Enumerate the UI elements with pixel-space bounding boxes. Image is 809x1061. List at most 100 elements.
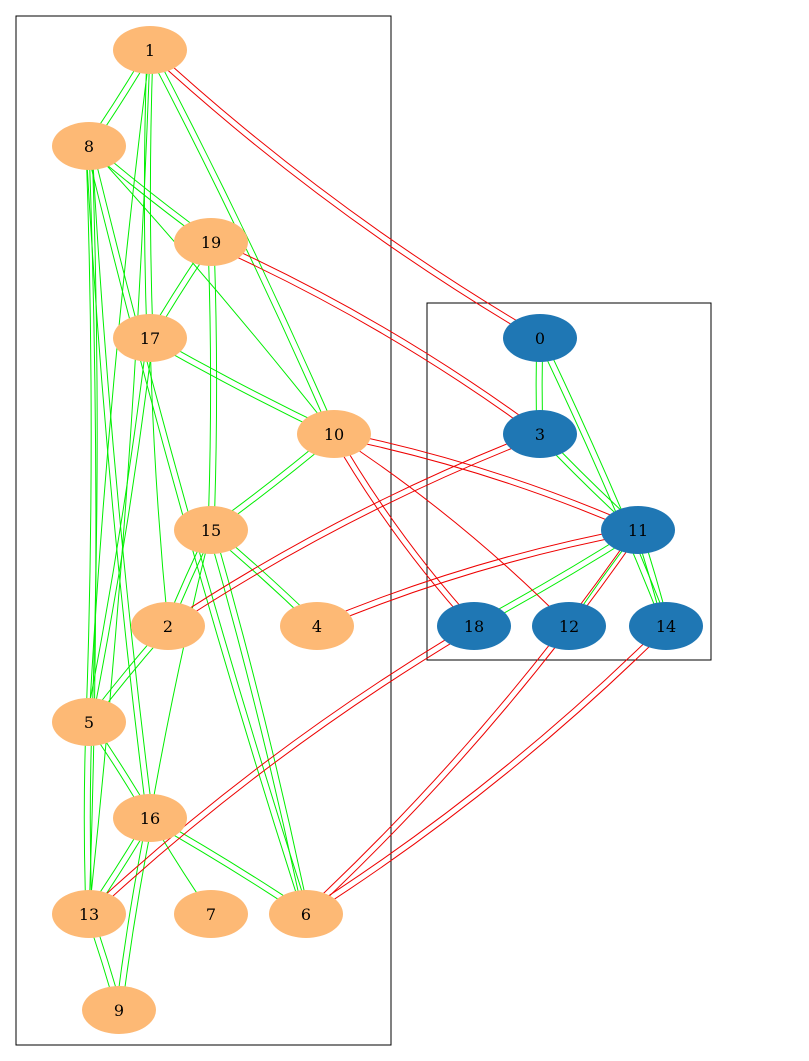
edge-10-18-2: [331, 435, 472, 629]
node-17-label: 17: [140, 329, 160, 348]
edge-1-0-2: [147, 52, 539, 341]
node-9: 9: [82, 986, 156, 1034]
edge-8-13: [88, 145, 97, 915]
edge-11-4-1: [317, 532, 639, 630]
node-17-shape: [113, 314, 187, 362]
node-13-label: 13: [79, 905, 99, 924]
edge-15-16: [149, 529, 212, 819]
edge-17-5-2: [85, 337, 148, 722]
cluster-layer: [15, 15, 712, 1046]
edge-8-10: [88, 145, 335, 435]
node-11-label: 11: [628, 521, 648, 540]
node-10: 10: [297, 410, 371, 458]
cluster-right-box: [426, 302, 712, 661]
node-10-shape: [297, 410, 371, 458]
node-7: 7: [174, 890, 248, 938]
cluster-left-box: [15, 15, 392, 1046]
edge-10-12: [333, 433, 570, 627]
node-6-label: 6: [301, 905, 311, 924]
node-15-shape: [174, 506, 248, 554]
node-2: 2: [131, 602, 205, 650]
edge-8-5-1: [91, 145, 98, 723]
node-13-shape: [52, 890, 126, 938]
edge-8-16-1: [91, 145, 154, 818]
node-11-shape: [601, 506, 675, 554]
edge-18-13-2: [86, 623, 473, 912]
node-12: 12: [532, 602, 606, 650]
node-9-label: 9: [114, 1001, 124, 1020]
node-16-shape: [113, 794, 187, 842]
node-15-label: 15: [201, 521, 221, 540]
node-4-label: 4: [312, 617, 322, 636]
node-19-shape: [174, 218, 248, 266]
node-11: 11: [601, 506, 675, 554]
node-10-label: 10: [324, 425, 344, 444]
edge-10-18-1: [335, 431, 477, 625]
edge-10-11-2: [332, 436, 638, 534]
node-15: 15: [174, 506, 248, 554]
edge-17-5-1: [91, 338, 154, 723]
node-9-shape: [82, 986, 156, 1034]
node-1-shape: [113, 26, 187, 74]
edge-10-11-1: [334, 430, 640, 528]
node-7-shape: [174, 890, 248, 938]
edge-15-6-2: [207, 530, 304, 915]
node-14-shape: [629, 602, 703, 650]
edge-17-2: [149, 337, 169, 627]
edge-11-6-2: [303, 527, 637, 913]
node-0-label: 0: [535, 329, 545, 348]
node-7-label: 7: [206, 905, 216, 924]
edge-14-6-1: [307, 627, 669, 917]
node-3-shape: [503, 410, 577, 458]
node-19-label: 19: [201, 233, 221, 252]
node-6-shape: [269, 890, 343, 938]
node-5-shape: [52, 698, 126, 746]
edge-3-2-2: [166, 430, 539, 624]
node-1: 1: [113, 26, 187, 74]
edge-19-3-1: [212, 238, 542, 432]
node-14-label: 14: [656, 617, 676, 636]
node-13: 13: [52, 890, 126, 938]
node-4-shape: [280, 602, 354, 650]
node-6: 6: [269, 890, 343, 938]
node-18-shape: [437, 602, 511, 650]
node-17: 17: [113, 314, 187, 362]
edge-19-15-1: [213, 241, 218, 531]
node-8-shape: [52, 122, 126, 170]
node-3: 3: [503, 410, 577, 458]
edge-19-15-2: [207, 241, 212, 531]
node-14: 14: [629, 602, 703, 650]
node-1-label: 1: [145, 41, 155, 60]
node-16: 16: [113, 794, 187, 842]
node-12-shape: [532, 602, 606, 650]
node-18: 18: [437, 602, 511, 650]
node-12-label: 12: [559, 617, 579, 636]
edge-1-10-1: [152, 48, 338, 433]
node-3-label: 3: [535, 425, 545, 444]
node-8-label: 8: [84, 137, 94, 156]
edge-18-13-1: [90, 627, 477, 917]
node-8: 8: [52, 122, 126, 170]
edge-19-3-2: [209, 244, 539, 437]
node-2-label: 2: [163, 617, 173, 636]
edge-0-14-1: [542, 336, 670, 625]
edge-14-6-2: [303, 623, 665, 913]
edge-8-5-2: [85, 145, 92, 723]
node-5: 5: [52, 698, 126, 746]
node-0: 0: [503, 314, 577, 362]
node-4: 4: [280, 602, 354, 650]
node-19: 19: [174, 218, 248, 266]
edge-11-6-1: [307, 531, 641, 917]
node-18-label: 18: [464, 617, 484, 636]
edge-0-14-2: [536, 338, 664, 628]
edge-3-2-1: [169, 436, 542, 630]
edge-1-17-1: [149, 49, 154, 339]
node-2-shape: [131, 602, 205, 650]
edge-15-6-1: [213, 529, 310, 914]
edge-11-4-2: [315, 526, 638, 624]
edge-1-0-1: [151, 47, 543, 337]
node-16-label: 16: [140, 809, 160, 828]
node-0-shape: [503, 314, 577, 362]
